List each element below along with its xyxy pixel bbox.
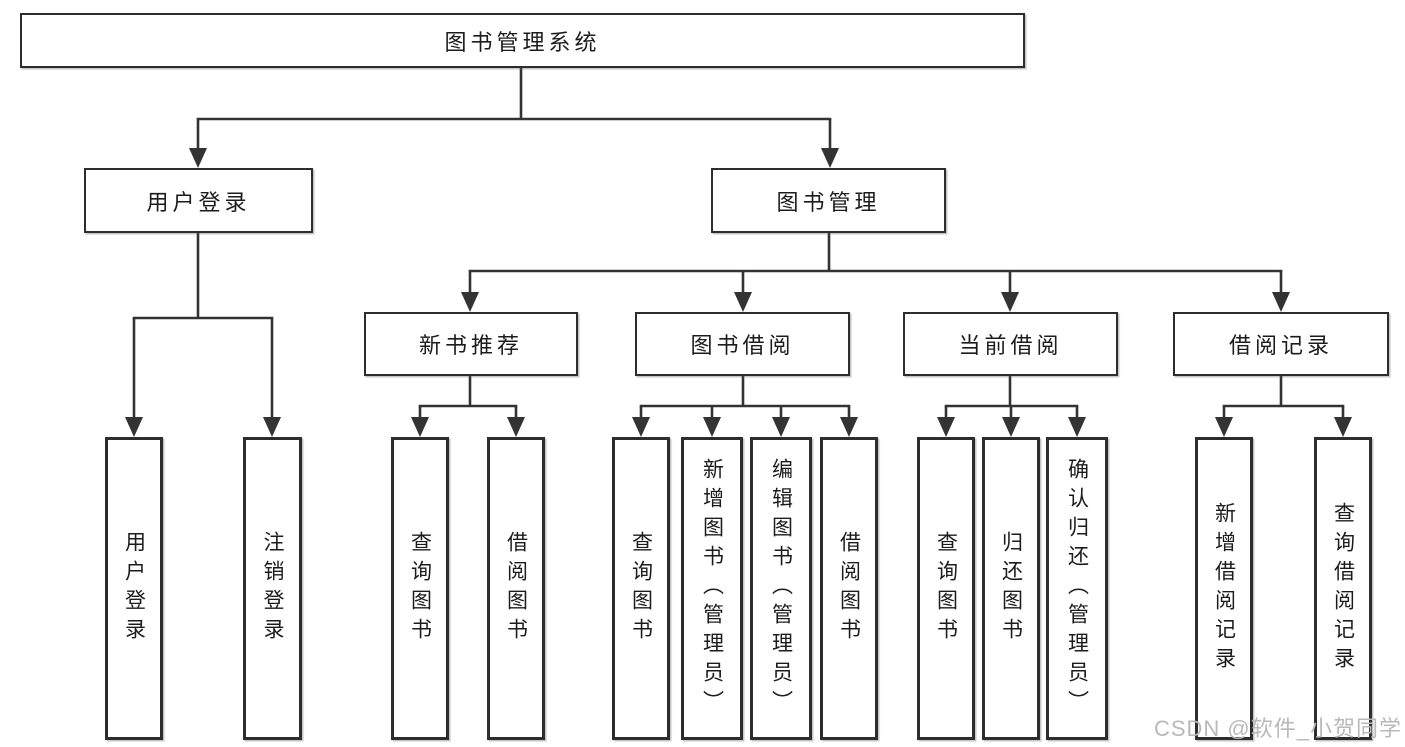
- node-library-management-system: 图书管理系统: [20, 13, 1025, 68]
- leaf-logout: 注销登录: [243, 437, 302, 740]
- leaf-label: 归还图书: [999, 530, 1023, 647]
- leaf-label: 查询图书: [408, 530, 432, 647]
- connector-book-borrow-to-leaves: [632, 376, 858, 437]
- csdn-watermark: CSDN @软件_小贺同学: [1153, 716, 1402, 741]
- node-current-borrowing: 当前借阅: [903, 312, 1118, 376]
- node-label: 图书管理系统: [444, 29, 601, 55]
- node-label: 图书借阅: [690, 333, 795, 358]
- node-book-borrowing: 图书借阅: [635, 312, 850, 376]
- leaf-label: 借阅图书: [837, 530, 861, 647]
- connector-user-login-to-leaves: [125, 233, 281, 437]
- leaf-label: 查询借阅记录: [1331, 501, 1355, 676]
- leaf-user-login: 用户登录: [105, 437, 163, 740]
- leaf-label: 新增借阅记录: [1212, 501, 1236, 676]
- leaf-label: 新增图书（管理员）: [700, 458, 724, 719]
- leaf-query-books-1: 查询图书: [391, 437, 449, 740]
- leaf-add-books-admin: 新增图书（管理员）: [681, 437, 743, 740]
- node-label: 用户登录: [146, 189, 251, 215]
- leaf-label: 查询图书: [934, 530, 958, 647]
- connector-book-management-to-level3: [461, 233, 1290, 312]
- connector-borrow-records-to-leaves: [1215, 376, 1352, 437]
- leaf-borrow-books-2: 借阅图书: [820, 437, 878, 740]
- connector-current-borrow-to-leaves: [937, 376, 1086, 437]
- node-label: 图书管理: [776, 189, 881, 215]
- leaf-label: 借阅图书: [504, 530, 528, 647]
- leaf-query-borrow-record: 查询借阅记录: [1314, 437, 1372, 740]
- node-borrowing-records: 借阅记录: [1173, 312, 1389, 376]
- leaf-query-books-3: 查询图书: [917, 437, 975, 740]
- leaf-label: 确认归还（管理员）: [1065, 458, 1089, 719]
- leaf-add-borrow-record: 新增借阅记录: [1195, 437, 1253, 740]
- leaf-edit-books-admin: 编辑图书（管理员）: [750, 437, 812, 740]
- leaf-label: 用户登录: [122, 530, 146, 647]
- connector-root-to-level2: [189, 68, 839, 168]
- node-label: 当前借阅: [958, 333, 1063, 358]
- node-new-book-recommendation: 新书推荐: [364, 312, 578, 376]
- leaf-query-books-2: 查询图书: [612, 437, 670, 740]
- leaf-label: 查询图书: [629, 530, 653, 647]
- node-user-login: 用户登录: [84, 168, 313, 233]
- leaf-label: 编辑图书（管理员）: [769, 458, 793, 719]
- leaf-confirm-return-admin: 确认归还（管理员）: [1046, 437, 1108, 740]
- node-label: 借阅记录: [1228, 333, 1333, 358]
- leaf-label: 注销登录: [261, 530, 284, 647]
- connector-new-book-to-leaves: [411, 376, 525, 437]
- node-label: 新书推荐: [418, 333, 523, 358]
- leaf-borrow-books-1: 借阅图书: [487, 437, 545, 740]
- node-book-management: 图书管理: [711, 168, 946, 233]
- leaf-return-books: 归还图书: [982, 437, 1040, 740]
